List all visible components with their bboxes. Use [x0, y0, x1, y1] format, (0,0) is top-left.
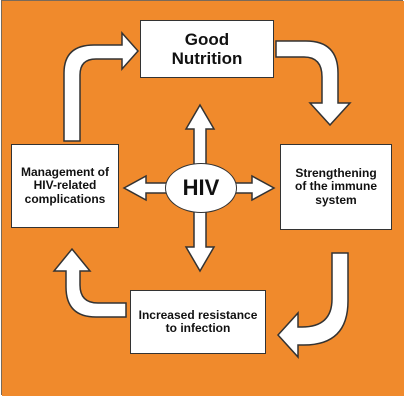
curved-arrow-icon-right-to-bottom — [276, 252, 349, 359]
curved-arrow-icon-left-to-top — [63, 31, 140, 142]
immune-strengthening-box: Strengthening of the immune system — [280, 144, 392, 230]
infection-resistance-box: Increased resistance to infection — [130, 290, 266, 354]
good-nutrition-box: Good Nutrition — [140, 20, 274, 78]
curved-arrow-icon-top-to-right — [275, 40, 352, 127]
cycle-diagram: Good Nutrition Strengthening of the immu… — [1, 0, 404, 396]
complications-management-box: Management of HIV-related complications — [11, 144, 119, 228]
hiv-center-node: HIV — [165, 163, 237, 213]
curved-arrow-icon-bottom-to-left — [52, 247, 127, 318]
